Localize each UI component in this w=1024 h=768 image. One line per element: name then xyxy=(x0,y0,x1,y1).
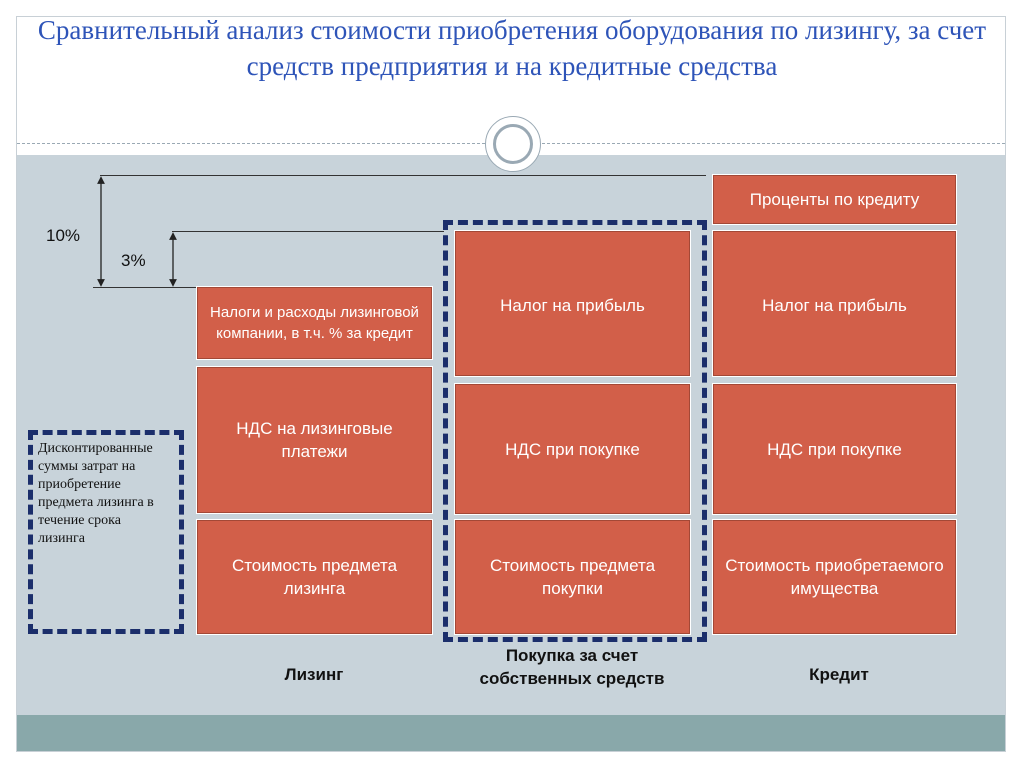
own-funds-frame xyxy=(443,220,707,642)
credit-cost-box: Стоимость приобретаемого имущества xyxy=(712,519,957,635)
slide-title: Сравнительный анализ стоимости приобрете… xyxy=(37,15,987,81)
credit-interest-box: Проценты по кредиту xyxy=(712,174,957,225)
leasing-cost-box: Стоимость предмета лизинга xyxy=(196,519,433,635)
leasing-taxes-box: Налоги и расходы лизинговой компании, в … xyxy=(196,286,433,360)
level-line-top xyxy=(100,175,706,176)
discounted-sums-frame xyxy=(28,430,184,634)
level-line-mid xyxy=(172,231,444,232)
credit-column-label: Кредит xyxy=(809,665,869,684)
own-funds-column-label: Покупка за счет собственных средств xyxy=(479,646,665,688)
circle-ornament-icon xyxy=(485,116,541,172)
discounted-sums-note: Дисконтированные суммы затрат на приобре… xyxy=(38,441,154,546)
footer-band xyxy=(17,715,1005,751)
ten-percent-label: 10% xyxy=(46,226,81,245)
credit-profit-tax-box: Налог на прибыль xyxy=(712,230,957,377)
slide-frame xyxy=(16,16,1006,752)
credit-vat-box: НДС при покупке xyxy=(712,383,957,515)
own-profit-tax-box: Налог на прибыль xyxy=(454,230,691,377)
own-cost-box: Стоимость предмета покупки xyxy=(454,519,691,635)
three-percent-label: 3% xyxy=(121,251,146,270)
own-vat-box: НДС при покупке xyxy=(454,383,691,515)
level-line-base xyxy=(93,287,198,288)
leasing-column-label: Лизинг xyxy=(284,665,344,684)
leasing-vat-box: НДС на лизинговые платежи xyxy=(196,366,433,514)
